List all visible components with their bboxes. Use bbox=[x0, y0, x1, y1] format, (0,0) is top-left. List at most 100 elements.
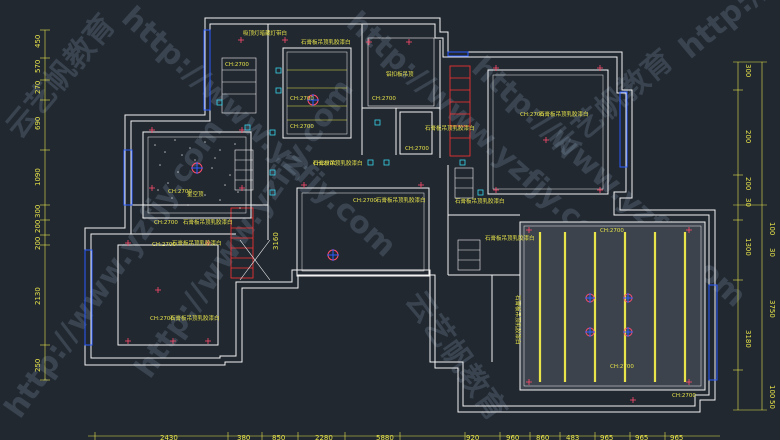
dim-left-2: 570 bbox=[34, 60, 42, 73]
ceiling-light-icon bbox=[585, 293, 595, 303]
dim-left-8: 200 bbox=[34, 237, 42, 250]
height-label: CH:2700 bbox=[353, 198, 377, 204]
dimension-labels-bottom: 2430 380 850 2280 5880 920 960 860 483 9… bbox=[160, 434, 683, 440]
height-labels: CH:2700 CH:2700 CH:2700 CH:2700 CH:2700 … bbox=[150, 62, 696, 399]
height-label: CH:2700 bbox=[168, 189, 192, 195]
dim-mid: 3160 bbox=[272, 232, 280, 250]
bedroom-left-ceiling bbox=[117, 244, 219, 346]
downlight-icon bbox=[543, 137, 549, 143]
downlight-icon bbox=[239, 185, 245, 191]
label-small-room: 石膏板吊顶乳胶漆白 bbox=[425, 124, 475, 132]
height-label: CH:2700 bbox=[372, 96, 396, 102]
label-top-corridor: 吸顶灯暗藏灯带白 bbox=[243, 29, 287, 37]
label-bath: 石膏板吊顶乳胶漆白 bbox=[301, 38, 351, 46]
ceiling-light-icon bbox=[623, 327, 633, 337]
dim-right-7: 30 bbox=[768, 248, 776, 257]
downlight-icon bbox=[170, 338, 176, 344]
window-left-3 bbox=[84, 249, 93, 346]
dim-left-7: 200 bbox=[34, 220, 42, 233]
dim-right-5: 100 bbox=[768, 222, 776, 235]
dim-left-5: 1090 bbox=[34, 168, 42, 186]
dim-left-9: 2130 bbox=[34, 287, 42, 305]
downlight-icon bbox=[205, 240, 211, 246]
downlight-icon bbox=[301, 182, 307, 188]
downlight-icon bbox=[686, 227, 692, 233]
downlight-icon bbox=[282, 37, 288, 43]
height-label: CH:2700 bbox=[600, 228, 624, 234]
downlight-icon bbox=[686, 379, 692, 385]
dimension-string-right bbox=[733, 61, 767, 411]
star-field bbox=[149, 139, 241, 209]
downlight-icon bbox=[155, 287, 161, 293]
star-ceiling bbox=[142, 131, 252, 219]
window-right-2 bbox=[708, 284, 718, 381]
ceiling-light-icon bbox=[327, 249, 339, 261]
height-label: CH:2700 bbox=[225, 62, 249, 68]
dim-right-2: 200 bbox=[744, 130, 752, 143]
label-right-upper: 石膏板吊顶乳胶漆白 bbox=[455, 197, 505, 205]
dim-bottom-4: 2280 bbox=[315, 434, 333, 440]
downlight-icon bbox=[239, 127, 245, 133]
walls bbox=[84, 17, 716, 413]
downlight-icon bbox=[493, 187, 499, 193]
downlight-icon bbox=[418, 182, 424, 188]
downlight-icon bbox=[366, 39, 372, 45]
dim-left-3: 270 bbox=[34, 81, 42, 94]
dimension-labels-left: 450 570 270 690 1090 300 200 200 2130 25… bbox=[34, 35, 42, 372]
dim-left-10: 250 bbox=[34, 359, 42, 372]
vents bbox=[216, 67, 484, 196]
height-label: CH:2700 bbox=[290, 124, 314, 130]
label-living: 石膏板吊顶乳胶漆白 bbox=[539, 110, 589, 118]
window-left-1 bbox=[203, 29, 211, 111]
dim-bottom-1: 2430 bbox=[160, 434, 178, 440]
windows bbox=[84, 29, 718, 381]
dim-right-4: 30 bbox=[744, 198, 752, 207]
ceiling-light-icon bbox=[191, 162, 203, 174]
downlight-icon bbox=[406, 39, 412, 45]
dim-bottom-10: 965 bbox=[600, 434, 613, 440]
label-kitchen: 铝扣板吊顶 bbox=[386, 70, 414, 78]
dimension-labels-right: 300 200 200 30 100 1300 30 3750 3180 100… bbox=[744, 64, 776, 409]
dimension-string-bottom bbox=[88, 432, 720, 440]
dimension-string-left bbox=[40, 29, 50, 381]
downlight-icon bbox=[149, 127, 155, 133]
downlight-icon bbox=[597, 65, 603, 71]
downlight-icon bbox=[526, 227, 532, 233]
height-label: CH:2700 bbox=[154, 220, 178, 226]
downlight-icon bbox=[125, 240, 131, 246]
label-dining: 石膏板吊顶乳胶漆白 bbox=[376, 196, 426, 204]
ceiling-light-icon bbox=[585, 327, 595, 337]
window-right-1 bbox=[619, 91, 628, 168]
label-bedroom-left-top: 石膏板吊顶乳胶漆白 bbox=[172, 239, 222, 247]
downlight-icon bbox=[238, 37, 244, 43]
dim-bottom-7: 960 bbox=[506, 434, 519, 440]
height-label: CH:2700 bbox=[313, 161, 337, 167]
downlight-icon bbox=[493, 65, 499, 71]
dim-right-3: 200 bbox=[744, 177, 752, 190]
dim-bottom-5: 5880 bbox=[376, 434, 394, 440]
label-star-room-sub: 石膏板吊顶乳胶漆白 bbox=[183, 218, 233, 226]
dim-right-10: 100 bbox=[768, 385, 776, 398]
window-top bbox=[447, 51, 469, 57]
height-label: CH:2700 bbox=[150, 316, 174, 322]
dining-ceiling bbox=[296, 187, 430, 277]
main-lights bbox=[191, 94, 633, 337]
room-labels: 吸顶灯暗藏灯带白 石膏板吊顶乳胶漆白 铝扣板吊顶 石膏板吊顶乳胶漆白 石膏板吊顶… bbox=[170, 29, 589, 345]
dim-bottom-2: 380 bbox=[237, 434, 250, 440]
height-label: CH:2700 bbox=[610, 364, 634, 370]
bath-ceiling bbox=[282, 47, 352, 139]
dim-right-11: 50 bbox=[768, 400, 776, 409]
dim-bottom-8: 860 bbox=[536, 434, 549, 440]
living-ceiling bbox=[487, 69, 609, 195]
label-hall: 石膏板吊顶乳胶漆白 bbox=[313, 159, 363, 167]
downlight-icon bbox=[125, 338, 131, 344]
dim-left-6: 300 bbox=[34, 205, 42, 218]
dim-bottom-11: 965 bbox=[635, 434, 648, 440]
height-label: CH:2700 bbox=[405, 146, 429, 152]
dim-bottom-12: 965 bbox=[670, 434, 683, 440]
stairs-white bbox=[221, 57, 481, 281]
dim-right-6: 1300 bbox=[744, 238, 752, 256]
watermark-url: http://www.yzfjy.com bbox=[673, 0, 780, 66]
ceiling-zones bbox=[117, 37, 609, 346]
